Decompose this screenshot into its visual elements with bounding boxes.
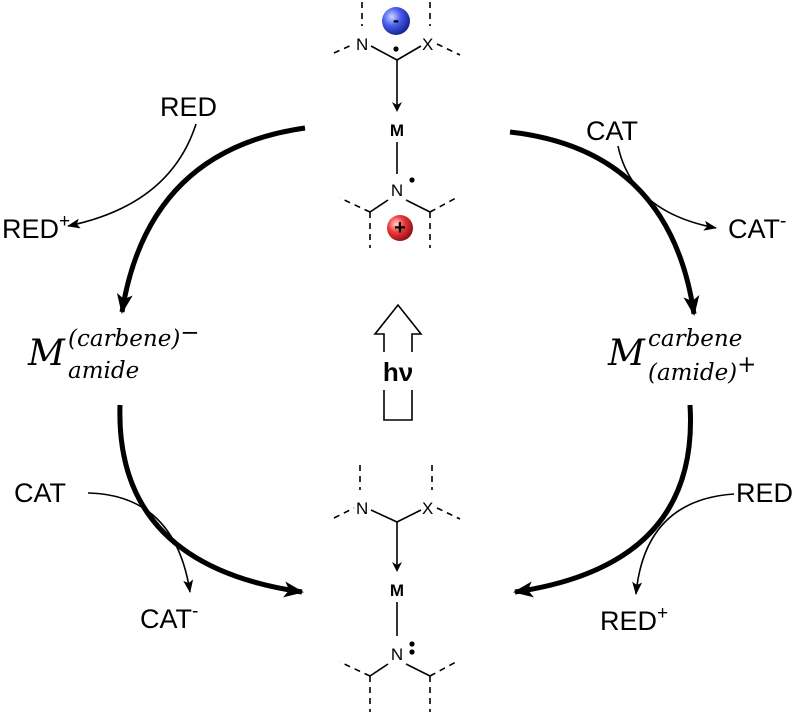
dashed-bond bbox=[429, 197, 457, 213]
reductant-arrow bbox=[67, 123, 197, 229]
atom-n-amide: N bbox=[391, 181, 403, 200]
subscript-amide: (amide)+ bbox=[648, 352, 756, 386]
lone-pair-dot bbox=[409, 649, 415, 655]
metal-symbol: M bbox=[27, 333, 66, 374]
dashed-bond bbox=[333, 43, 355, 54]
reductant-in-label: RED bbox=[736, 478, 793, 508]
atom-x: X bbox=[422, 35, 433, 54]
hv-label: hν bbox=[383, 357, 413, 387]
bond bbox=[396, 45, 422, 61]
bond bbox=[396, 509, 422, 523]
radical-dot bbox=[393, 46, 399, 52]
atom-metal: M bbox=[390, 581, 404, 600]
right-intermediate-label: M carbene (amide)+ bbox=[607, 326, 756, 386]
atom-n: N bbox=[356, 499, 368, 518]
reductant-out-label: RED+ bbox=[2, 211, 70, 244]
negative-charge-sphere bbox=[382, 7, 410, 35]
oxidation-arc bbox=[117, 404, 304, 598]
dashed-bond bbox=[436, 43, 461, 56]
bond bbox=[369, 663, 389, 677]
radical-dot bbox=[409, 177, 415, 183]
hv-mask bbox=[360, 352, 436, 390]
left-cycle: RED RED+ M (carbene)− amide CAT CAT- bbox=[2, 92, 306, 634]
left-intermediate-label: M (carbene)− amide bbox=[27, 320, 200, 384]
bond bbox=[405, 199, 431, 213]
positive-charge-label: + bbox=[394, 217, 406, 239]
oxidation-arc bbox=[509, 129, 700, 316]
bond bbox=[370, 45, 398, 61]
bond bbox=[369, 199, 389, 213]
reductant-arrow bbox=[632, 493, 735, 595]
atom-n-amide: N bbox=[391, 645, 403, 664]
bond bbox=[405, 663, 431, 677]
metal-symbol: M bbox=[607, 333, 646, 374]
dashed-bond bbox=[339, 197, 371, 213]
top-complex: N X - M N + bbox=[333, 2, 461, 248]
dashed-bond bbox=[339, 661, 371, 677]
bottom-complex: N X M N bbox=[333, 465, 461, 712]
dashed-bond bbox=[436, 507, 461, 520]
catalyst-out-label: CAT- bbox=[140, 601, 198, 634]
atom-x: X bbox=[422, 499, 433, 518]
photoexcitation-arrow: hν bbox=[360, 303, 436, 421]
catalyst-out-label: CAT- bbox=[728, 211, 786, 244]
dashed-bond bbox=[333, 507, 355, 519]
negative-charge-label: - bbox=[393, 10, 399, 30]
atom-n: N bbox=[356, 35, 368, 54]
catalyst-in-label: CAT bbox=[14, 478, 66, 508]
subscript-amide: amide bbox=[68, 358, 139, 384]
dashed-bond bbox=[429, 661, 457, 677]
right-cycle: CAT CAT- M carbene (amide)+ RED RED+ bbox=[509, 116, 793, 636]
catalyst-arrow bbox=[87, 492, 194, 593]
positive-charge-sphere bbox=[387, 215, 413, 241]
atom-metal: M bbox=[390, 121, 404, 140]
reduction-arc bbox=[513, 404, 694, 598]
reductant-out-label: RED+ bbox=[600, 603, 668, 636]
superscript-carbene: carbene bbox=[648, 326, 742, 352]
catalyst-arrow bbox=[617, 145, 717, 231]
superscript-carbene: (carbene)− bbox=[68, 320, 200, 352]
bond bbox=[370, 509, 398, 523]
catalyst-in-label: CAT bbox=[586, 116, 638, 146]
reductant-in-label: RED bbox=[160, 92, 217, 122]
reduction-arc bbox=[116, 125, 306, 314]
lone-pair-dot bbox=[409, 641, 415, 647]
